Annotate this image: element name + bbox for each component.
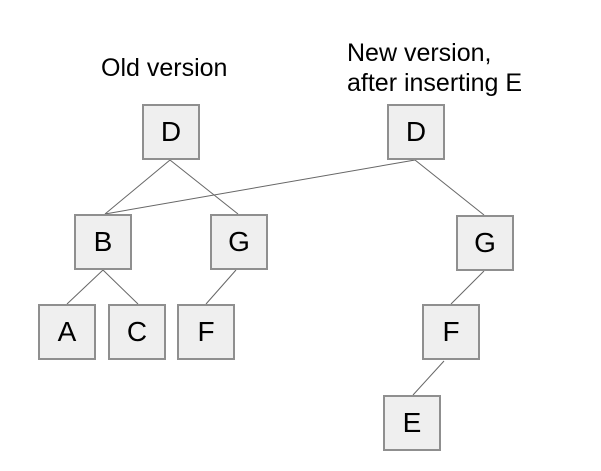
edge-old-D-old-G bbox=[169, 159, 239, 215]
new-version-title-line2: after inserting E bbox=[347, 69, 523, 97]
edge-new-G-new-F bbox=[450, 270, 485, 305]
node-new-D: D bbox=[387, 104, 445, 160]
node-E: E bbox=[383, 395, 441, 451]
node-C: C bbox=[108, 304, 166, 360]
edge-B-A bbox=[66, 269, 104, 305]
new-version-title-line1: New version, bbox=[347, 39, 492, 67]
node-new-F: F bbox=[422, 304, 480, 360]
edge-new-D-B bbox=[104, 159, 416, 215]
edge-old-G-old-F bbox=[205, 269, 237, 305]
node-B: B bbox=[74, 214, 132, 270]
node-old-D: D bbox=[142, 104, 200, 160]
node-old-G: G bbox=[210, 214, 268, 270]
new-version-title: New version, after inserting E bbox=[347, 38, 522, 98]
edge-old-D-B bbox=[104, 159, 171, 215]
edge-new-F-E bbox=[412, 360, 445, 396]
node-old-F: F bbox=[177, 304, 235, 360]
old-version-title: Old version bbox=[101, 54, 228, 82]
node-new-G: G bbox=[456, 215, 514, 271]
edge-new-D-new-G bbox=[414, 159, 485, 216]
edge-B-C bbox=[102, 269, 139, 305]
node-A: A bbox=[38, 304, 96, 360]
